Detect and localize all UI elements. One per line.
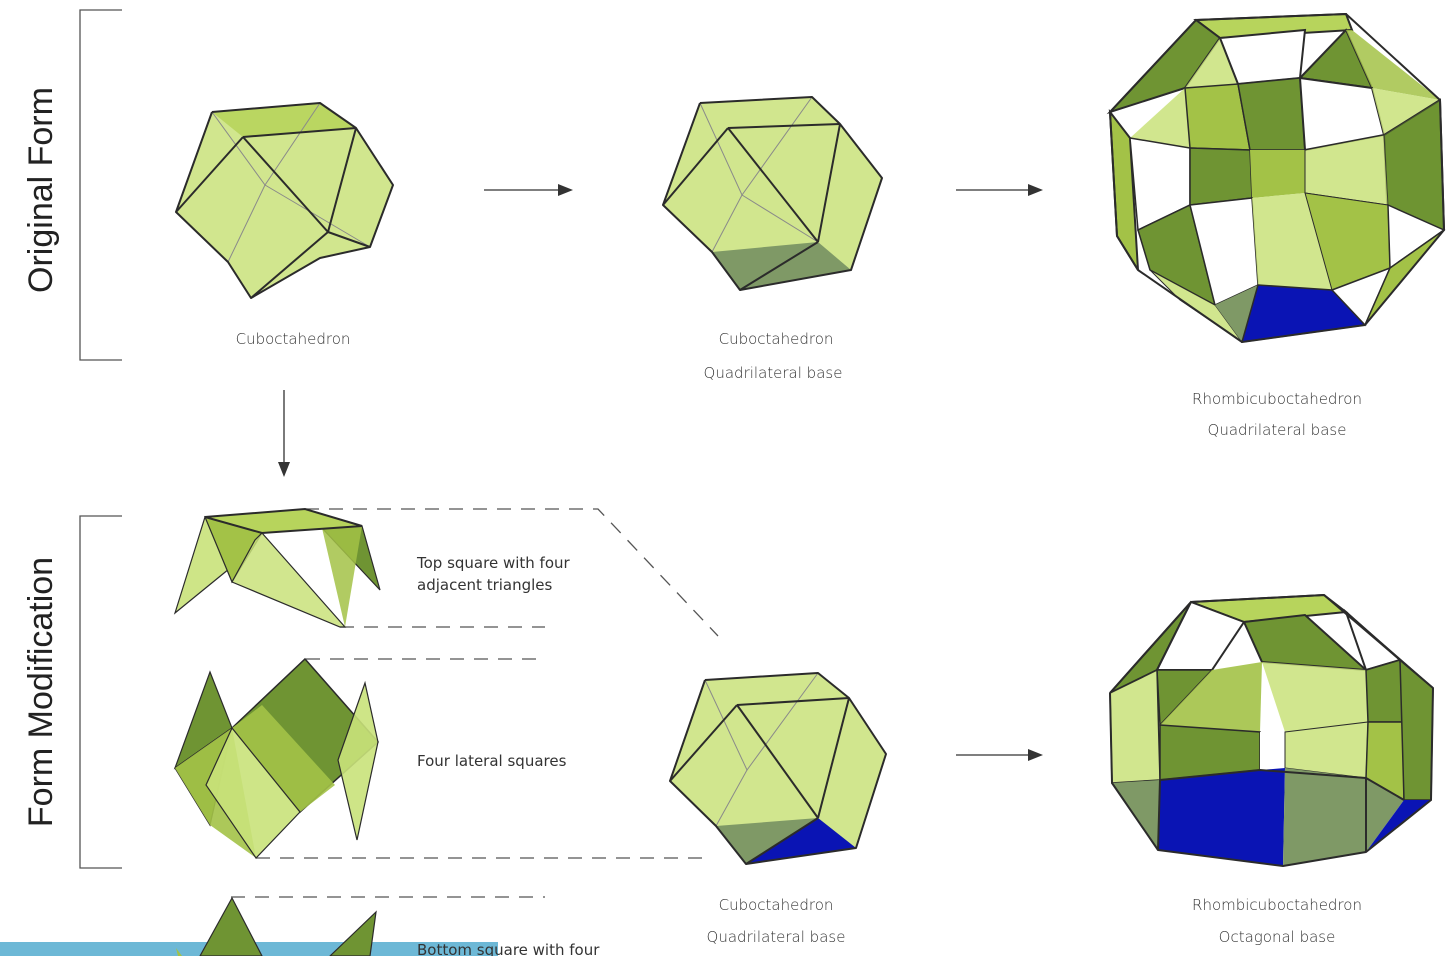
cuboctahedron-shape-3 bbox=[669, 672, 887, 865]
caption-cuboctahedron-2-base: Quadrilateral base bbox=[704, 364, 843, 382]
caption-cuboctahedron-1: Cuboctahedron bbox=[236, 330, 351, 348]
note-top-square-line1: Top square with four bbox=[416, 554, 571, 572]
arrow-right-2 bbox=[956, 184, 1043, 196]
rhombicuboctahedron-shape-1 bbox=[1106, 12, 1446, 343]
form-modification-bracket bbox=[79, 515, 122, 869]
caption-rhombi-2-base: Octagonal base bbox=[1219, 928, 1336, 946]
arrow-right-1 bbox=[484, 184, 573, 196]
caption-rhombi-1-name: Rhombicuboctahedron bbox=[1192, 390, 1362, 408]
caption-rhombi-1-base: Quadrilateral base bbox=[1208, 421, 1347, 439]
caption-rhombi-2-name: Rhombicuboctahedron bbox=[1192, 896, 1362, 914]
original-form-title: Original Form bbox=[22, 87, 60, 293]
arrow-down bbox=[278, 390, 290, 477]
dashed-connectors bbox=[231, 508, 719, 898]
bottom-square-piece bbox=[176, 896, 377, 956]
original-form-bracket bbox=[79, 9, 122, 361]
note-bottom-square-line1: Bottom square with four bbox=[417, 941, 600, 956]
cuboctahedron-shape-1 bbox=[175, 102, 394, 299]
note-lateral-squares: Four lateral squares bbox=[417, 752, 567, 770]
caption-cuboctahedron-3-base: Quadrilateral base bbox=[707, 928, 846, 946]
note-top-square-line2: adjacent triangles bbox=[417, 576, 553, 594]
arrow-right-3 bbox=[956, 749, 1043, 761]
caption-cuboctahedron-2-name: Cuboctahedron bbox=[719, 330, 834, 348]
form-modification-title: Form Modification bbox=[22, 557, 60, 827]
lateral-squares-piece bbox=[173, 657, 380, 859]
caption-cuboctahedron-3-name: Cuboctahedron bbox=[719, 896, 834, 914]
cuboctahedron-shape-2 bbox=[662, 96, 883, 291]
top-square-piece bbox=[173, 507, 381, 628]
rhombicuboctahedron-shape-2 bbox=[1109, 593, 1434, 867]
